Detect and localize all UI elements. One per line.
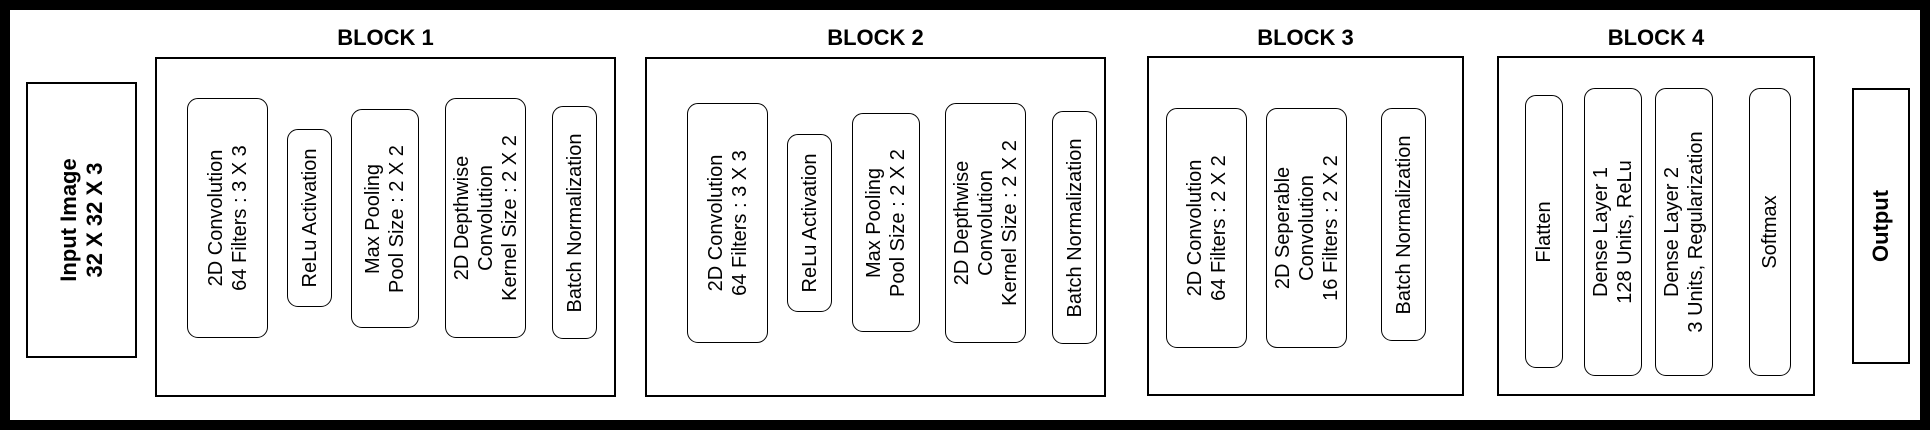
layer-text-line: 2D Seperable <box>1271 166 1294 290</box>
layer-text-line: Kernel Size : 2 X 2 <box>998 140 1021 306</box>
layer-text-line: 2D Depthwise <box>450 155 473 281</box>
layer-text-line: 2D Convolution <box>204 149 227 287</box>
block-4-flatten-layer: Flatten <box>1525 95 1563 368</box>
layer-text-line: Batch Normalization <box>1063 138 1086 317</box>
input-image-node: Input Image 32 X 32 X 3 <box>26 82 137 358</box>
layer-text-line: Max Pooling <box>863 167 885 278</box>
layer-text-line: Convolution <box>974 170 997 276</box>
layer-text-line: 64 Filters : 3 X 3 <box>228 145 251 291</box>
block-1-title: BLOCK 1 <box>337 25 434 50</box>
layer-text-line: ReLu Activation <box>798 153 821 293</box>
output-node: Output <box>1852 88 1910 364</box>
input-image-line: 32 X 32 X 3 <box>81 162 107 278</box>
layer-text-line: ReLu Activation <box>298 148 321 288</box>
layer-text-line: Convolution <box>474 165 497 271</box>
output-line: Output <box>1868 189 1893 263</box>
layer-text-line: Convolution <box>1295 175 1318 281</box>
block-2-batchnorm-layer: Batch Normalization <box>1052 111 1097 344</box>
layer-text-line: Flatten <box>1533 200 1555 263</box>
layer-text-line: Batch Normalization <box>563 133 586 312</box>
layer-text-line: 16 Filters : 2 X 2 <box>1319 155 1342 301</box>
layer-text-line: 2D Convolution <box>704 154 727 292</box>
block-1-batchnorm-layer: Batch Normalization <box>552 106 597 339</box>
layer-text-line: Pool Size : 2 X 2 <box>887 148 909 297</box>
layer-text-line: Kernel Size : 2 X 2 <box>498 135 521 301</box>
block-3-batchnorm-layer: Batch Normalization <box>1381 108 1426 341</box>
layer-text-line: 2D Depthwise <box>950 160 973 286</box>
layer-text-line: Dense Layer 2 <box>1661 166 1683 298</box>
block-4-title: BLOCK 4 <box>1607 25 1705 50</box>
input-image-label: Input Image 32 X 32 X 3 <box>56 158 108 281</box>
input-image-line: Input Image <box>55 158 81 282</box>
layer-text-line: Max Pooling <box>362 163 384 274</box>
layer-text-line: 3 Units, Regularization <box>1685 131 1707 333</box>
block-4-softmax-layer: Softmax <box>1749 88 1791 376</box>
block-2-relu-layer: ReLu Activation <box>787 134 832 312</box>
block-2-title: BLOCK 2 <box>827 25 924 50</box>
layer-text-line: 2D Convolution <box>1183 159 1206 297</box>
layer-text-line: Batch Normalization <box>1392 135 1415 314</box>
layer-text-line: 64 Filters : 2 X 2 <box>1207 155 1230 301</box>
layer-text-line: Dense Layer 1 <box>1590 166 1612 298</box>
layer-text-line: Softmax <box>1759 195 1781 269</box>
network-architecture-diagram: Input Image 32 X 32 X 3 BLOCK 1 2D Convo… <box>10 10 1920 420</box>
block-3-title: BLOCK 3 <box>1257 25 1354 50</box>
output-label: Output <box>1868 190 1894 262</box>
layer-text-line: 128 Units, ReLu <box>1614 160 1636 304</box>
block-1-relu-layer: ReLu Activation <box>287 129 332 307</box>
layer-text-line: Pool Size : 2 X 2 <box>386 144 408 293</box>
layer-text-line: 64 Filters : 3 X 3 <box>728 150 751 296</box>
